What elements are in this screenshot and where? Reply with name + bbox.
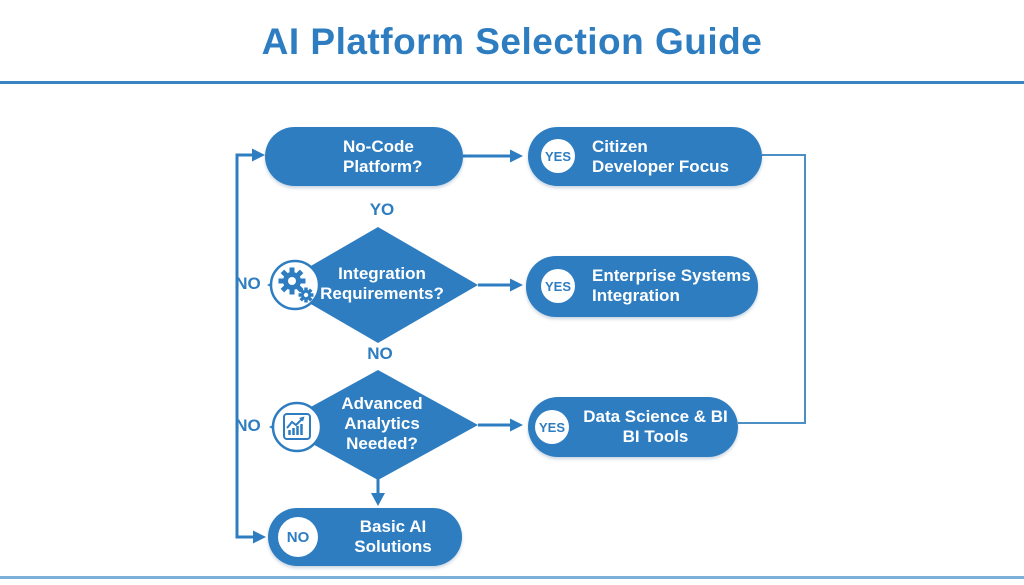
node-basic-ai-label: Basic AI Solutions (354, 517, 432, 557)
arrowhead-citizen (510, 149, 523, 163)
bottom-divider (0, 576, 1024, 579)
node-citizen-label: Citizen Developer Focus (592, 137, 729, 177)
node-no-code-platform (265, 127, 463, 186)
edge-label-no-row3: NO (235, 416, 261, 435)
diamond-analytics (278, 370, 478, 480)
yes-badge-datasci: YES (535, 410, 569, 444)
no-badge-basic: NO (278, 517, 318, 557)
arrowhead-enterprise (510, 278, 523, 292)
yes-badge-citizen: YES (541, 139, 575, 173)
title-divider (0, 81, 1024, 84)
yes-badge-enterprise: YES (541, 269, 575, 303)
edge-label-yo: YO (369, 200, 395, 219)
arrowhead-into-no-code (252, 148, 265, 162)
gears-icon (269, 259, 321, 311)
node-analytics-label: Advanced Analytics Needed? (341, 394, 423, 454)
node-no-code-label: No-Code Platform? (343, 137, 423, 177)
edge-label-no-row2: NO (235, 274, 261, 293)
left-connector-line (235, 153, 254, 539)
node-integration-label: Integration Requirements? (320, 264, 444, 304)
page-title: AI Platform Selection Guide (261, 21, 763, 62)
right-connector-line (738, 154, 806, 424)
node-data-science-label: Data Science & BI BI Tools (583, 407, 728, 447)
arrowhead-datasci (510, 418, 523, 432)
arrowhead-into-basic (253, 530, 266, 544)
chart-icon (271, 401, 323, 453)
node-enterprise-label: Enterprise Systems Integration (592, 266, 751, 306)
diamond-integration (278, 227, 478, 343)
arrowhead-basic (371, 493, 385, 506)
edge-label-no-mid: NO (367, 344, 393, 363)
